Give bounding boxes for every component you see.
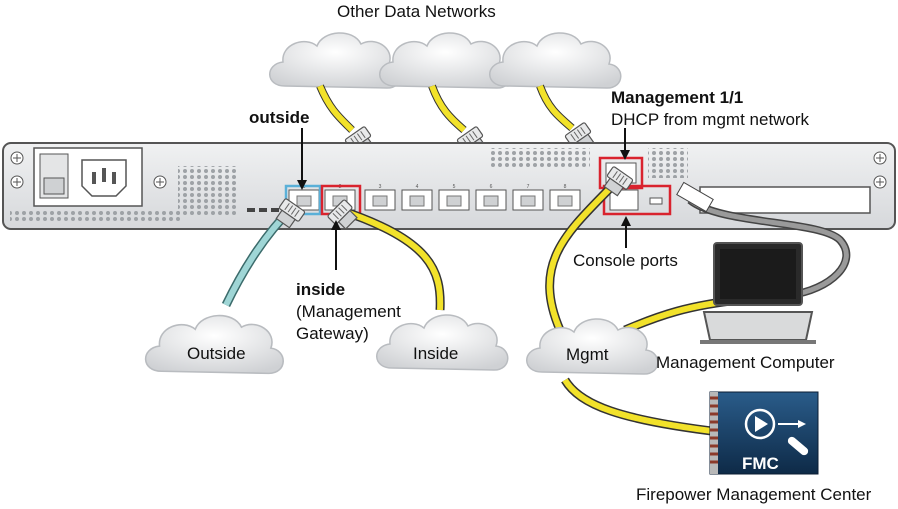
- data-port-number: 3: [379, 184, 382, 190]
- data-port-number: 4: [416, 184, 419, 190]
- management-computer-icon: [700, 242, 816, 344]
- data-port-number: 7: [527, 184, 530, 190]
- data-port-jack: [446, 195, 462, 207]
- data-port-number: 5: [453, 184, 456, 190]
- fmc-badge: FMC: [742, 454, 779, 473]
- cloud-inside-label: Inside: [413, 344, 459, 363]
- cloud-data-network-3: [488, 32, 622, 89]
- management-port-title: Management 1/1: [611, 88, 744, 107]
- inside-port-label-line3: Gateway): [296, 324, 369, 343]
- management-port-subtitle: DHCP from mgmt network: [611, 110, 810, 129]
- cable-console: [688, 197, 849, 298]
- arrow-console: [621, 216, 631, 226]
- data-port-jack: [409, 195, 425, 207]
- fmc-label: Firepower Management Center: [636, 485, 872, 504]
- data-port-jack: [296, 195, 312, 207]
- data-port-jack: [520, 195, 536, 207]
- data-networks-title: Other Data Networks: [337, 2, 496, 21]
- outside-port-label: outside: [249, 108, 310, 127]
- arrow-outside: [297, 180, 307, 190]
- data-port-jack: [372, 195, 388, 207]
- cable-data-1: [317, 84, 355, 133]
- arrow-inside: [331, 220, 341, 230]
- data-port-number: 8: [564, 184, 567, 190]
- inside-port-label-line2: (Management: [296, 302, 401, 321]
- arrow-management: [620, 150, 630, 160]
- fmc-appliance-icon: [709, 391, 819, 475]
- console-ports-label: Console ports: [573, 251, 678, 270]
- inside-port-label: inside: [296, 280, 346, 299]
- vent: [10, 209, 180, 221]
- cable-mgmt-fmc: [562, 378, 721, 435]
- data-port-number: 6: [490, 184, 493, 190]
- cloud-mgmt-label: Mgmt: [566, 345, 609, 364]
- cloud-outside-label: Outside: [187, 344, 246, 363]
- data-port-jack: [557, 195, 573, 207]
- cable-data-3: [537, 84, 574, 131]
- expansion-slot: [699, 186, 871, 214]
- cable-inside: [339, 207, 444, 311]
- cable-data-2: [429, 84, 466, 133]
- management-computer-label: Management Computer: [656, 353, 835, 372]
- cable-management: [546, 177, 621, 332]
- data-port-jack: [483, 195, 499, 207]
